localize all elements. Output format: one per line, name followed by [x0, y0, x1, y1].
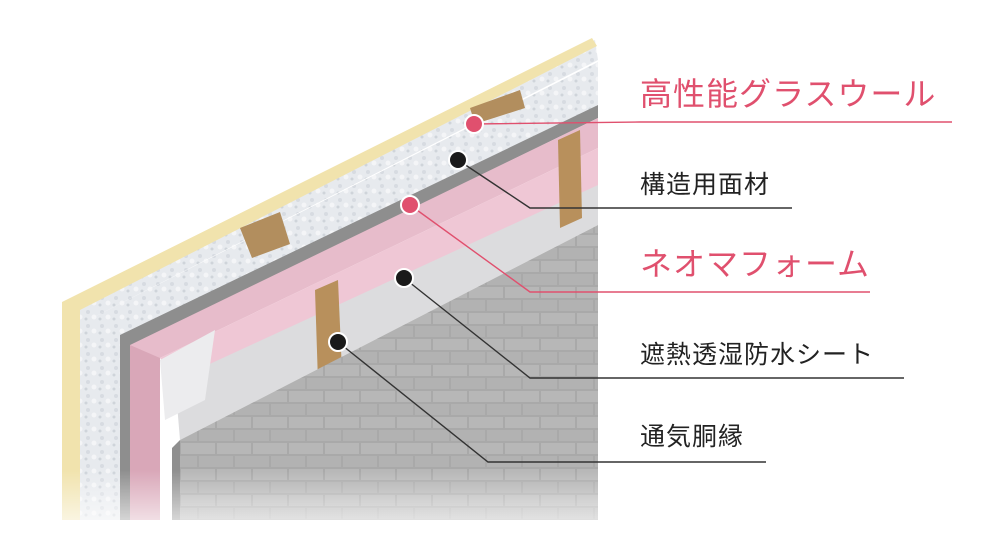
bottom-fade	[40, 470, 640, 549]
neoma-foam-face	[160, 148, 598, 380]
waterproof-sheet-layer	[175, 185, 598, 440]
leader-line-furring-strip	[337, 341, 766, 463]
callout-dot-furring-strip	[328, 332, 348, 352]
callout-dot-structural-panel	[448, 150, 468, 170]
neoma-foam-layer	[130, 118, 598, 520]
leader-line-neoma-foam	[409, 204, 870, 293]
leader-line-glass-wool	[473, 121, 952, 125]
label-neoma-foam: ネオマフォーム	[640, 245, 871, 283]
furring-strip	[558, 130, 582, 228]
callout-dot-glass-wool	[464, 114, 484, 134]
label-glass-wool: 高性能グラスウール	[640, 75, 937, 113]
label-furring-strip: 通気胴縁	[640, 422, 745, 451]
leader-lines	[328, 114, 952, 463]
label-waterproof-sheet: 遮熱透湿防水シート	[640, 340, 875, 369]
callout-dot-neoma-foam	[400, 195, 420, 215]
label-structural-panel: 構造用面材	[640, 170, 771, 199]
furring-strip	[315, 280, 342, 382]
leader-line-waterproof-sheet	[403, 277, 904, 379]
glass-wool-face	[92, 62, 598, 520]
callout-dot-waterproof-sheet	[394, 268, 414, 288]
stud	[470, 90, 525, 124]
stud	[240, 212, 290, 258]
leader-line-structural-panel	[457, 159, 792, 209]
waterproof-sheet-curl	[160, 330, 215, 420]
siding-layer	[180, 225, 598, 520]
